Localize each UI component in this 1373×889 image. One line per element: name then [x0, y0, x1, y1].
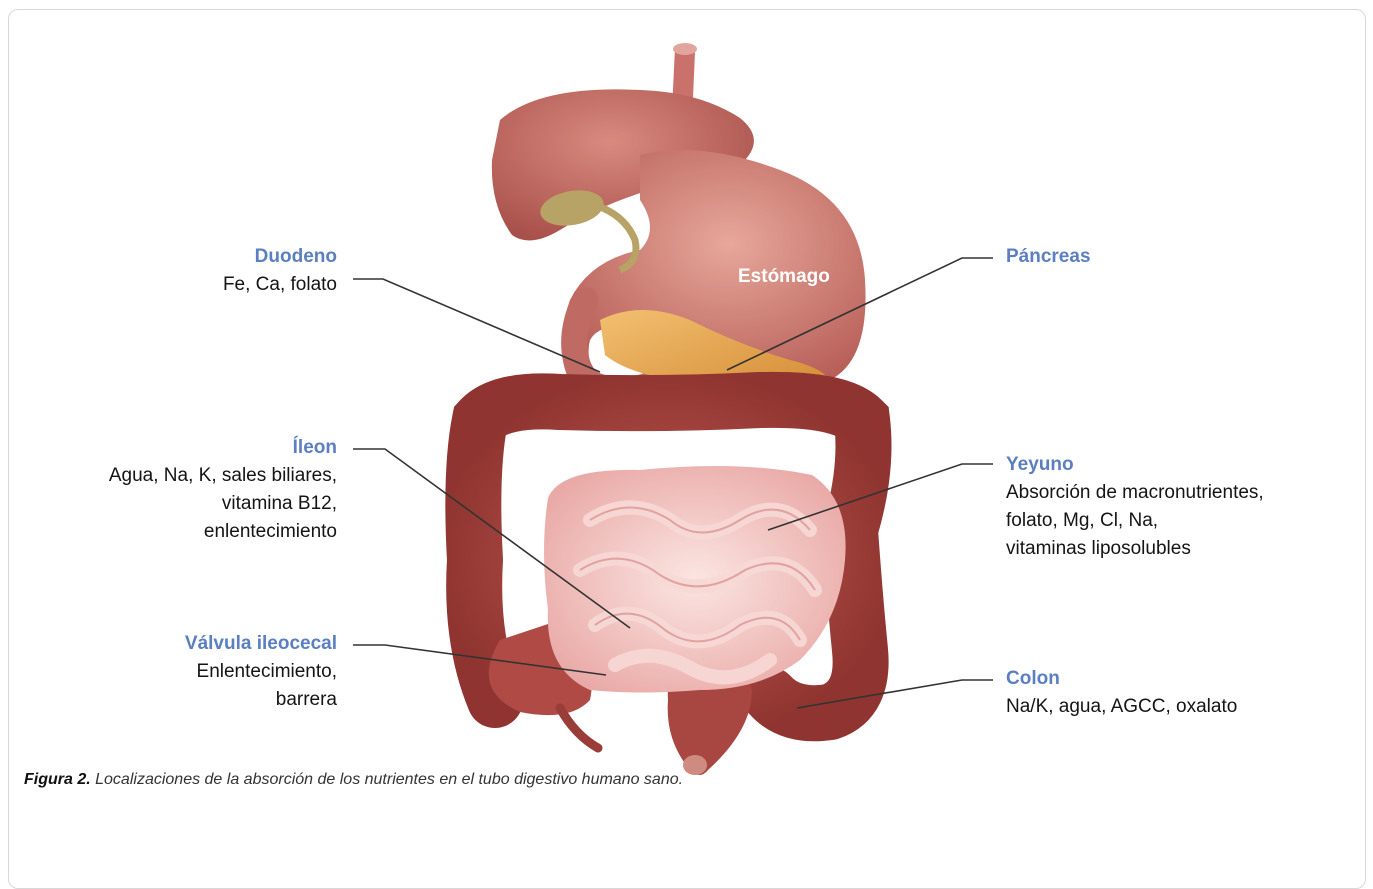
- valvula-desc-1: Enlentecimiento,: [185, 658, 337, 686]
- caption-text: Localizaciones de la absorción de los nu…: [91, 771, 683, 788]
- label-duodeno: Duodeno Fe, Ca, folato: [223, 243, 337, 299]
- yeyuno-desc-3: vitaminas liposolubles: [1006, 535, 1264, 563]
- valvula-title: Válvula ileocecal: [185, 630, 337, 658]
- ileon-desc-2: vitamina B12,: [109, 490, 337, 518]
- colon-title: Colon: [1006, 665, 1237, 693]
- figure-caption: Figura 2. Localizaciones de la absorción…: [24, 771, 683, 789]
- label-yeyuno: Yeyuno Absorción de macronutrientes, fol…: [1006, 451, 1264, 563]
- label-pancreas: Páncreas: [1006, 243, 1091, 271]
- duodeno-desc: Fe, Ca, folato: [223, 271, 337, 299]
- yeyuno-desc-1: Absorción de macronutrientes,: [1006, 479, 1264, 507]
- label-colon: Colon Na/K, agua, AGCC, oxalato: [1006, 665, 1237, 721]
- duodeno-title: Duodeno: [223, 243, 337, 271]
- ileon-title: Íleon: [109, 434, 337, 462]
- esophagus-opening: [673, 43, 697, 55]
- colon-desc: Na/K, agua, AGCC, oxalato: [1006, 693, 1237, 721]
- ileon-desc-1: Agua, Na, K, sales biliares,: [109, 462, 337, 490]
- label-valvula: Válvula ileocecal Enlentecimiento, barre…: [185, 630, 337, 714]
- yeyuno-desc-2: folato, Mg, Cl, Na,: [1006, 507, 1264, 535]
- valvula-desc-2: barrera: [185, 686, 337, 714]
- appendix: [560, 708, 598, 748]
- pancreas-title: Páncreas: [1006, 243, 1091, 271]
- ileon-desc-3: enlentecimiento: [109, 518, 337, 546]
- caption-prefix: Figura 2.: [24, 771, 91, 788]
- stomach-label: Estómago: [738, 266, 830, 288]
- label-ileon: Íleon Agua, Na, K, sales biliares, vitam…: [109, 434, 337, 546]
- yeyuno-title: Yeyuno: [1006, 451, 1264, 479]
